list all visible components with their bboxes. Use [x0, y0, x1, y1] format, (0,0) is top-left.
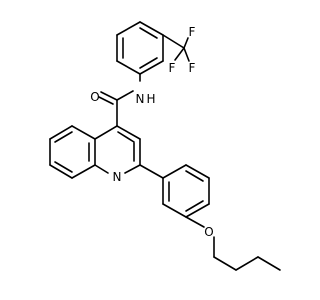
quinoline-pyridine-ring — [94, 125, 141, 174]
quinoline-benzo-ring — [49, 125, 96, 179]
ether-oxygen-label: O — [204, 225, 213, 239]
butoxy-chain — [185, 216, 281, 271]
amide-group — [98, 73, 141, 127]
fluorine-label-right: F — [189, 61, 196, 75]
chemical-structure: O N H N O F F F — [49, 21, 281, 271]
quinoline-nitrogen-label: N — [113, 170, 122, 184]
carbonyl-oxygen-label: O — [90, 90, 99, 104]
fluorine-label-top: F — [189, 25, 196, 39]
fluorine-label-left: F — [169, 61, 176, 75]
amide-hydrogen-label: H — [146, 92, 155, 106]
amide-nitrogen-label: N — [136, 92, 145, 106]
butoxyphenyl-ring — [139, 164, 210, 218]
trifluoromethylphenyl-ring — [116, 21, 190, 75]
